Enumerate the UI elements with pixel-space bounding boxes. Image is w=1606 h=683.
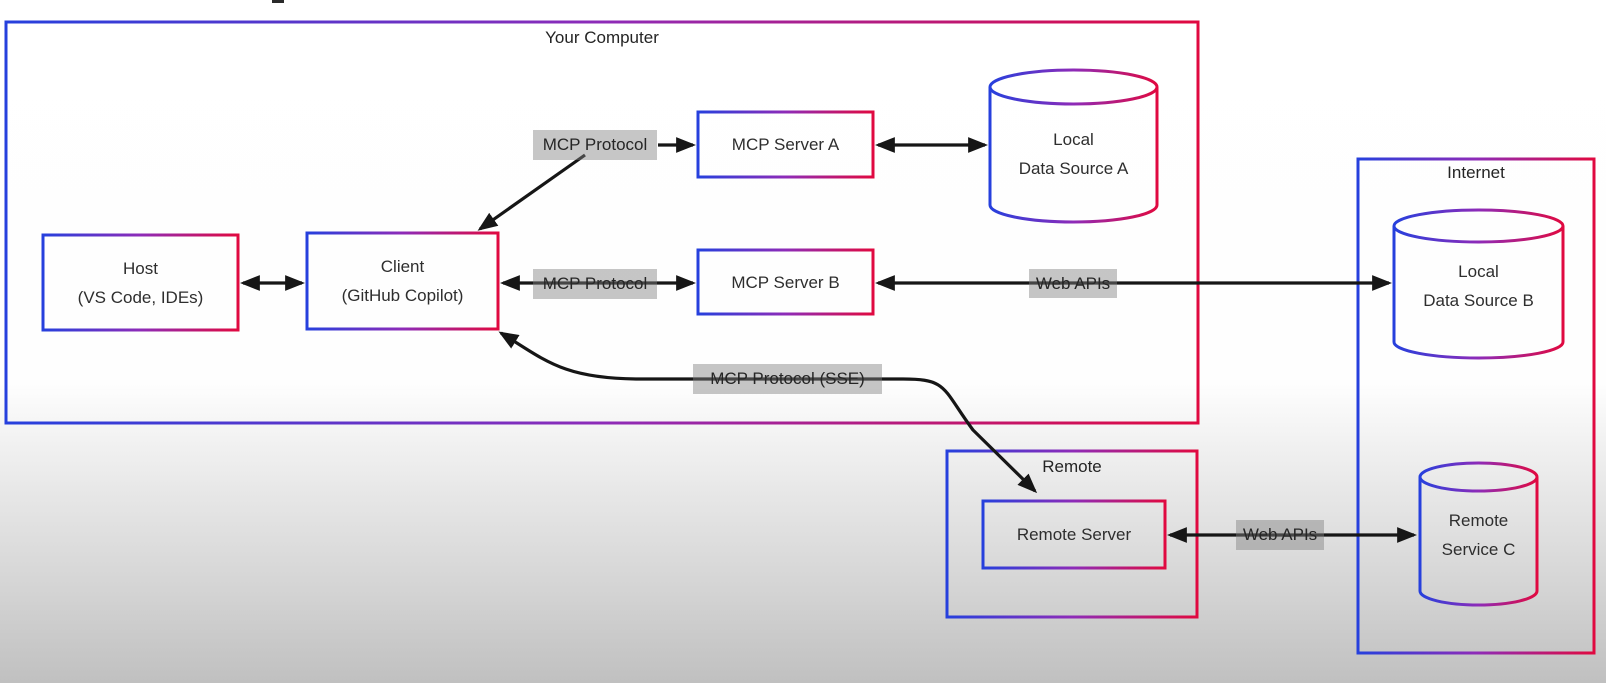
host-line-1: Host [123,258,158,278]
your-computer-container-box [4,20,1200,425]
your-computer-title: Your Computer [545,28,659,47]
web-apis-label-c: Web APIs [1236,520,1324,550]
remote-server-node-label: Remote Server [983,501,1165,568]
top-edge-artifact [272,0,284,3]
host-node-box [41,233,240,332]
internet-title: Internet [1447,163,1505,182]
host-line-2: (VS Code, IDEs) [77,287,204,307]
mcp-server-b-text: MCP Server B [731,272,840,292]
mcp-protocol-sse-label: MCP Protocol (SSE) [693,364,882,394]
client-line-2: (GitHub Copilot) [341,286,464,305]
remote-service-c-cylinder [1418,461,1539,607]
client-node-label: Client (GitHub Copilot) [307,233,498,329]
web-apis-label-b: Web APIs [1029,269,1117,298]
remote-service-c-label: Remote Service C [1420,497,1537,572]
remote-title: Remote [1042,457,1102,476]
data-source-a-line-2: Data Source A [1018,158,1129,178]
local-data-source-b-label: Local Data Source B [1394,248,1563,323]
mcp-server-a-node-box [696,110,875,179]
internet-container-box [1356,157,1596,655]
mcp-protocol-label-b: MCP Protocol [533,269,657,299]
mcp-server-b-node-label: MCP Server B [698,250,873,314]
mcp-server-a-text: MCP Server A [731,135,840,154]
mcp-server-a-node-label: MCP Server A [698,112,873,177]
arrow-sse-client-remote-server [498,331,1038,494]
local-data-source-a-label: Local Data Source A [990,116,1157,191]
local-data-source-b-cylinder [1392,208,1565,360]
remote-service-c-line-1: Remote [1448,510,1509,530]
data-source-a-line-1: Local [1053,129,1094,149]
client-line-1: Client [380,257,425,276]
remote-server-node-box [981,499,1167,570]
mcp-protocol-label-a: MCP Protocol [533,130,657,160]
data-source-b-line-1: Local [1458,261,1499,281]
remote-server-text: Remote Server [1016,525,1132,544]
mcp-server-b-node-box [696,248,875,316]
host-node-label: Host (VS Code, IDEs) [43,235,238,330]
client-node-box [305,231,500,331]
local-data-source-a-cylinder [988,68,1159,224]
remote-service-c-line-2: Service C [1441,539,1516,559]
data-source-b-line-2: Data Source B [1423,290,1534,310]
arrow-mcp-protocol-to-client [477,153,586,231]
